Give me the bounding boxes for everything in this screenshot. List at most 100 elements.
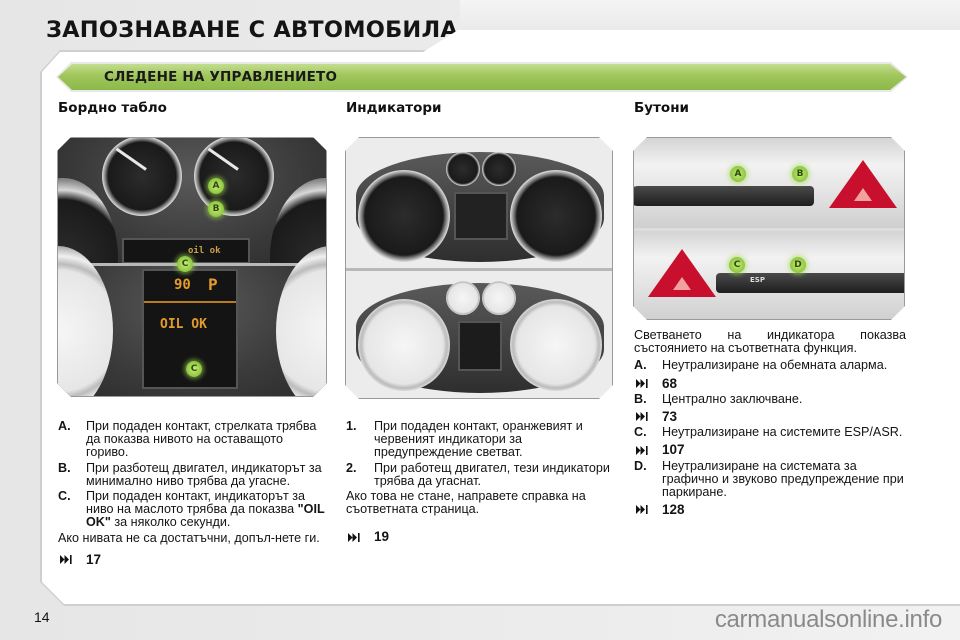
skip-forward-icon: [636, 412, 662, 422]
dashboard-lower-view: 90 P OIL OK C: [58, 266, 326, 397]
cluster-center-display: [454, 192, 508, 240]
reference-page-number: 73: [662, 409, 678, 425]
item-label: 1.: [346, 419, 357, 433]
speedometer-dark: [510, 170, 602, 262]
list-item: C. Неутрализиране на системите ESP/ASR.: [634, 426, 906, 439]
lcd-speed: 90: [174, 277, 191, 293]
item-label: B.: [58, 460, 71, 475]
reference-page-number: 128: [662, 502, 685, 518]
button-strip-upper: [633, 186, 814, 206]
page-reference[interactable]: 17: [60, 551, 328, 567]
watermark: carmanualsonline.info: [714, 606, 942, 633]
callout-c-top: C: [177, 256, 193, 272]
dashboard-text: A. При подаден контакт, стрелката трябва…: [58, 419, 328, 570]
lcd-oil-text-small: oil ok: [188, 246, 221, 256]
speedometer-white: [510, 299, 602, 391]
intro-text: Светването на индикатора показва състоян…: [634, 328, 906, 356]
item-text: Неутрализиране на системата за графично …: [662, 458, 904, 500]
skip-forward-icon: [60, 554, 86, 564]
item-text-part: При подаден контакт, индикаторът за ниво…: [86, 489, 305, 517]
fuel-gauge: [194, 137, 274, 216]
item-text: Централно заключване.: [662, 391, 803, 406]
lcd-oil-ok: OIL OK: [160, 317, 207, 332]
tachometer-white: [358, 299, 450, 391]
item-label: A.: [58, 419, 71, 433]
list-item: A. При подаден контакт, стрелката трябва…: [58, 419, 328, 460]
column-heading-dashboard: Бордно табло: [58, 100, 167, 116]
item-label: 2.: [346, 460, 357, 475]
page-number: 14: [34, 609, 50, 625]
list-item: 2. При работещ двигател, тези индикатори…: [346, 460, 618, 488]
section-banner: [58, 64, 906, 90]
list-item: 1. При подаден контакт, оранжевият и чер…: [346, 419, 618, 460]
dashboard-figure: A B oil ok C 90 P OIL OK C: [57, 137, 327, 397]
buttons-lower-view: ESP C D: [634, 231, 904, 320]
callout-b: B: [208, 201, 224, 217]
lcd-gear: P: [208, 275, 218, 294]
temperature-gauge: [102, 137, 182, 216]
list-item: C. При подаден контакт, индикаторът за н…: [58, 489, 328, 530]
buttons-text: Светването на индикатора показва състоян…: [634, 328, 906, 519]
list-item: D. Неутрализиране на системата за графич…: [634, 458, 906, 500]
esp-label: ESP: [750, 276, 765, 284]
dashboard-upper-view: A B oil ok C: [58, 138, 326, 263]
item-text: Неутрализиране на обемната аларма.: [662, 358, 888, 373]
lcd-separator: [144, 301, 236, 303]
hazard-symbol: [854, 188, 872, 201]
buttons-figure: A B ESP C D: [633, 137, 905, 320]
small-gauge-right-white: [482, 281, 516, 315]
cluster-dark-view: [346, 138, 612, 268]
panel-notch: [420, 30, 960, 54]
item-label: C.: [58, 489, 71, 504]
skip-forward-icon: [636, 505, 662, 515]
reference-page-number: 17: [86, 551, 102, 567]
hazard-symbol: [673, 277, 691, 290]
item-label: B.: [634, 391, 647, 406]
page-title: ЗАПОЗНАВАНЕ С АВТОМОБИЛА: [46, 17, 458, 43]
list-item: B. Централно заключване.: [634, 391, 906, 406]
callout-a: A: [208, 178, 224, 194]
item-label: D.: [634, 458, 647, 473]
buttons-upper-view: A B: [634, 138, 904, 228]
callout-c-bottom: C: [186, 361, 202, 377]
tachometer-dark: [358, 170, 450, 262]
button-strip-lower: ESP: [716, 273, 905, 293]
reference-page-number: 19: [374, 529, 390, 545]
cluster-light-view: [346, 271, 612, 399]
item-label: A.: [634, 358, 647, 373]
oil-ok-emphasis: "OIL OK": [86, 502, 325, 530]
item-text: При подаден контакт, стрелката трябва да…: [86, 419, 317, 460]
reference-page-number: 107: [662, 442, 685, 458]
column-heading-indicators: Индикатори: [346, 100, 442, 116]
page-reference[interactable]: 73: [636, 410, 906, 423]
skip-forward-icon: [636, 378, 662, 388]
skip-forward-icon: [636, 445, 662, 455]
callout-a: A: [730, 166, 746, 182]
callout-c: C: [729, 257, 745, 273]
item-text: При разботещ двигател, индикаторът за ми…: [86, 460, 322, 488]
tachometer-white-edge: [57, 246, 113, 397]
speedometer-white-edge: [276, 246, 327, 397]
figure-divider: [634, 228, 904, 231]
item-text: Неутрализиране на системите ESP/ASR.: [662, 425, 903, 440]
item-text: При работещ двигател, тези индикатори тр…: [374, 460, 610, 488]
item-text: При подаден контакт, индикаторът за ниво…: [86, 489, 328, 530]
small-gauge-left-white: [446, 281, 480, 315]
figure-divider: [346, 268, 612, 271]
header-tab-background: [460, 0, 960, 30]
list-item: A. Неутрализиране на обемната аларма.: [634, 359, 906, 372]
indicators-figure: [345, 137, 613, 399]
item-text: При подаден контакт, оранжевият и червен…: [374, 419, 583, 460]
skip-forward-icon: [348, 532, 374, 542]
page-reference[interactable]: 128: [636, 502, 906, 518]
callout-d: D: [790, 257, 806, 273]
small-gauge-left: [446, 152, 480, 186]
page-reference[interactable]: 107: [636, 442, 906, 458]
indicators-text: 1. При подаден контакт, оранжевият и чер…: [346, 419, 618, 548]
list-item: B. При разботещ двигател, индикаторът за…: [58, 460, 328, 488]
page-reference[interactable]: 68: [636, 375, 906, 391]
small-gauge-right: [482, 152, 516, 186]
section-title: СЛЕДЕНЕ НА УПРАВЛЕНИЕТО: [104, 69, 338, 85]
reference-page-number: 68: [662, 375, 678, 391]
page-reference[interactable]: 19: [348, 529, 618, 545]
